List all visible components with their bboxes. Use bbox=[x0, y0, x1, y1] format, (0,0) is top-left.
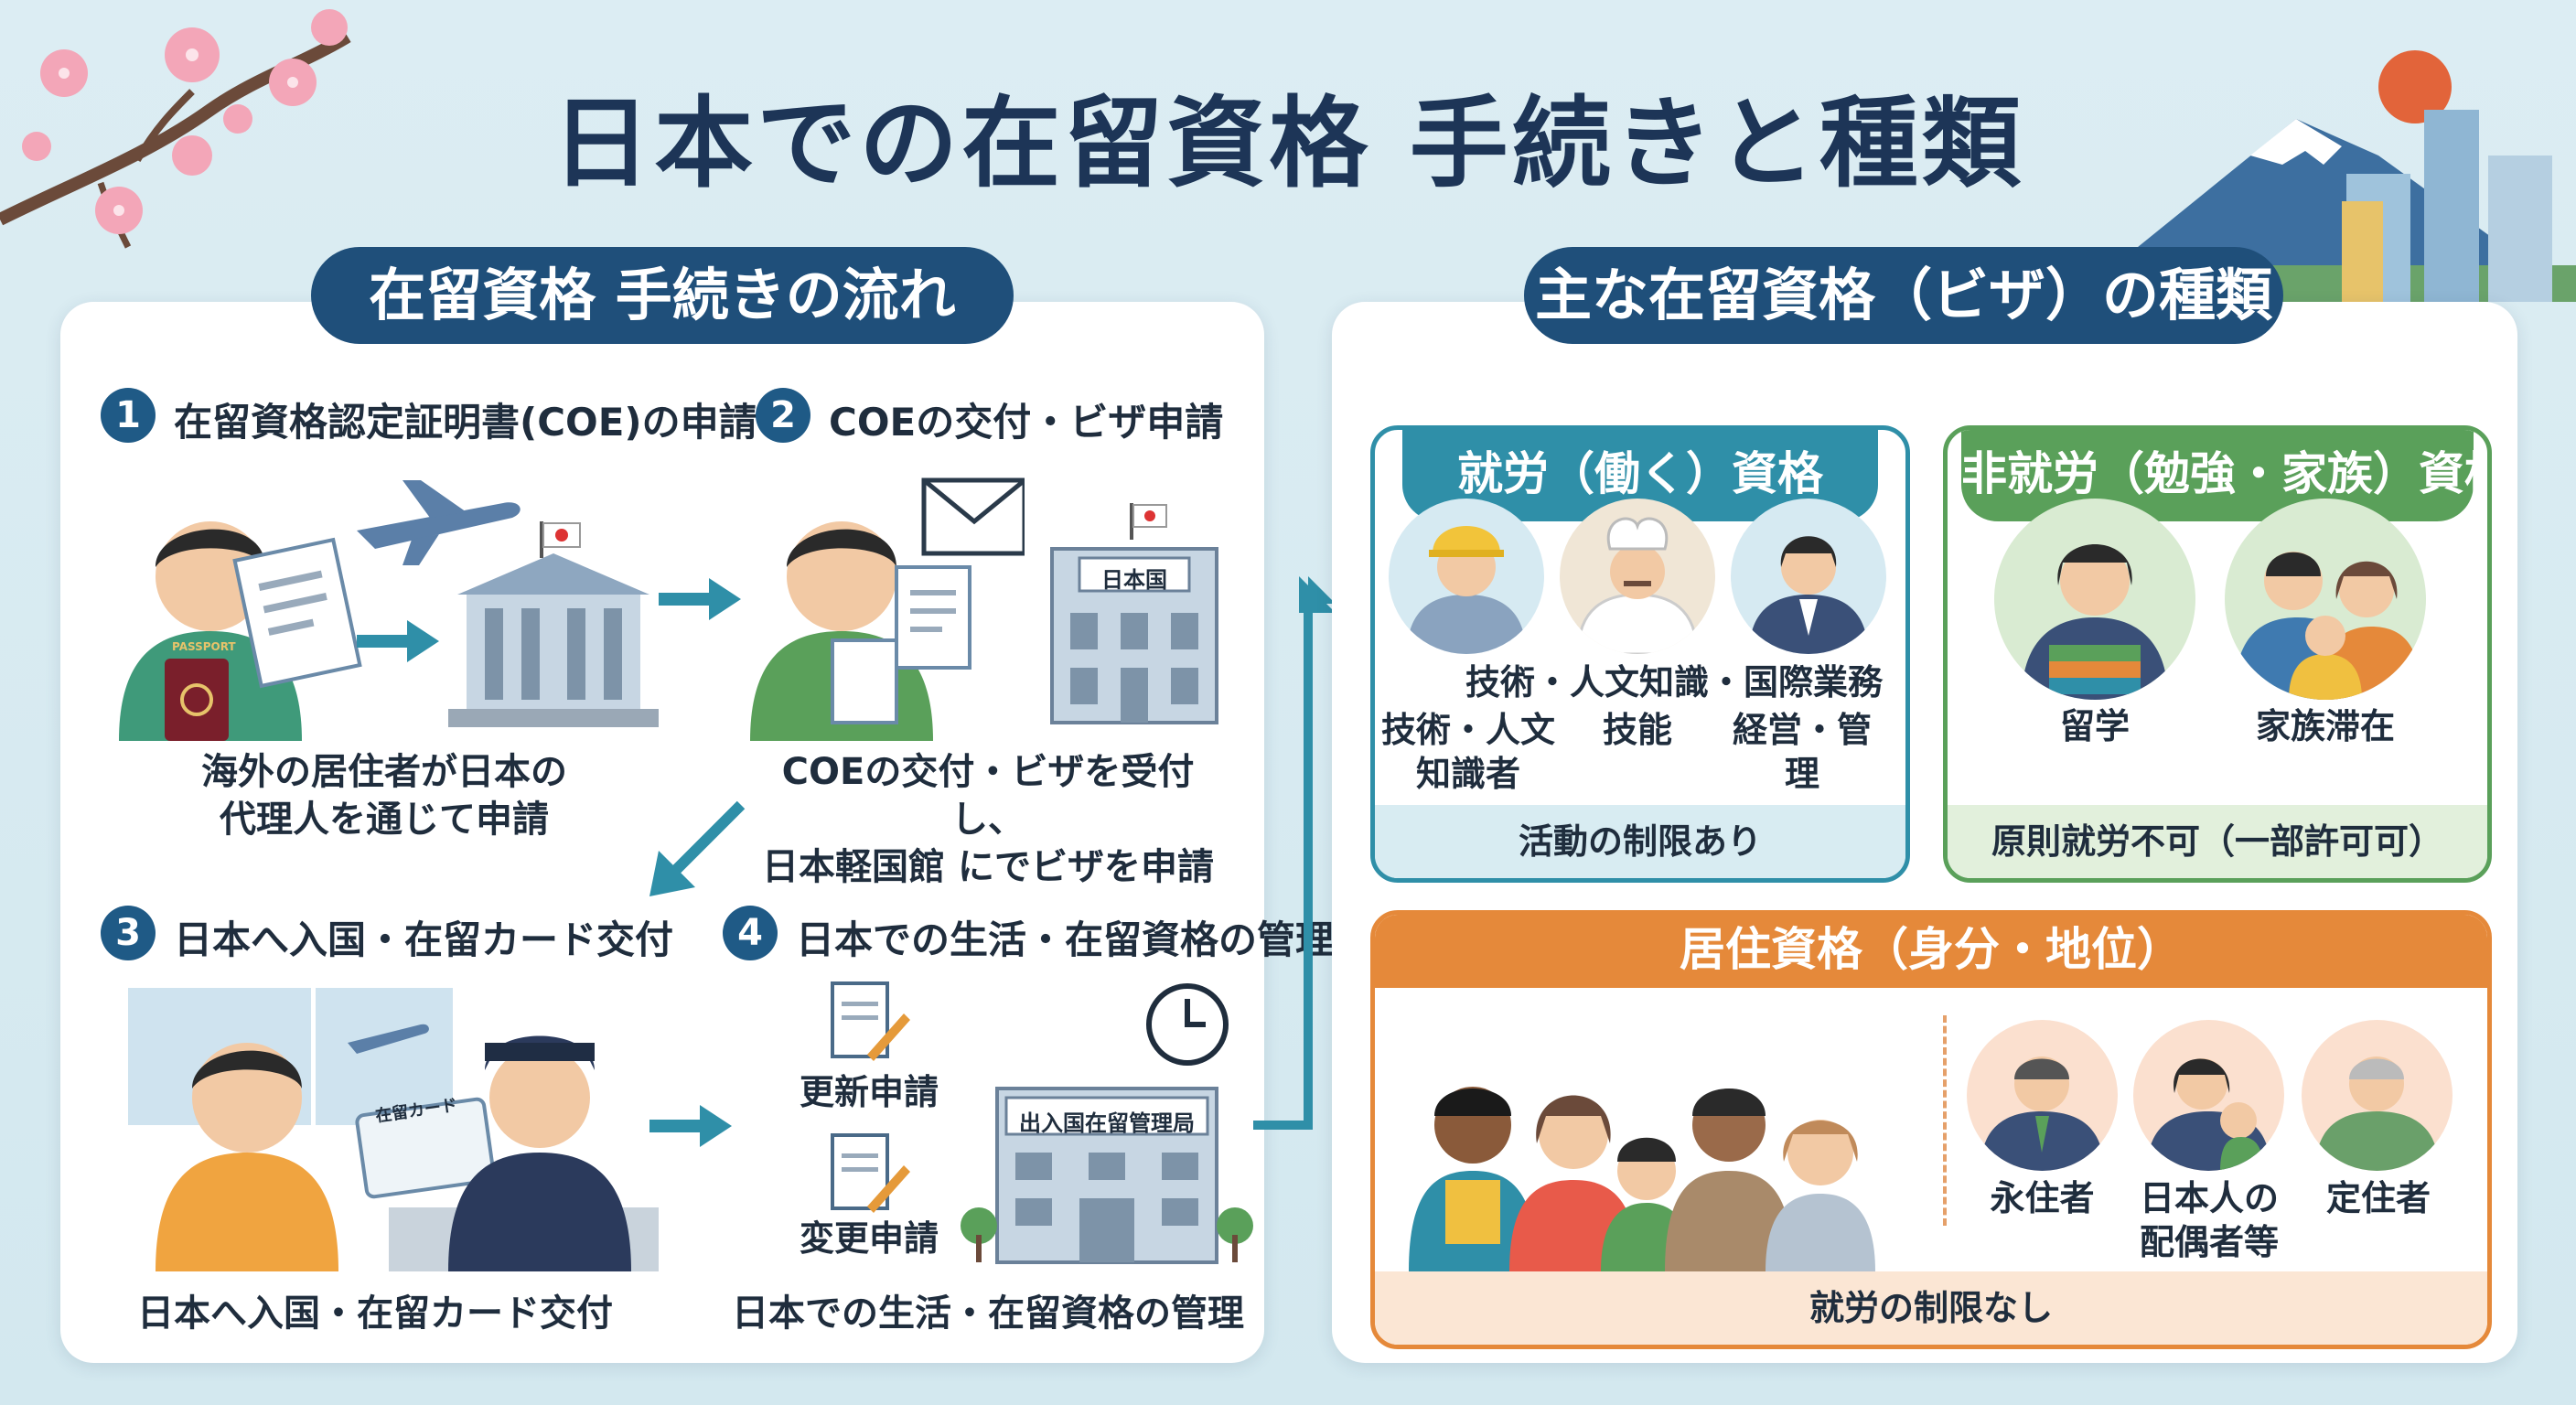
step-1-number: 1 bbox=[101, 388, 156, 443]
page-title: 日本での在留資格 手続きと種類 bbox=[552, 87, 2024, 201]
immigration-counter-icon bbox=[128, 988, 659, 1271]
chef-avatar-icon bbox=[1560, 499, 1715, 654]
step-2-number: 2 bbox=[756, 388, 810, 443]
work-visa-box: 就労（働く）資格 活動の制限あり bbox=[1370, 425, 1910, 883]
sakura-branch-icon bbox=[0, 9, 351, 249]
clock-icon bbox=[1146, 983, 1229, 1066]
visa-types-panel-header: 主な在留資格（ビザ）の種類 bbox=[1524, 247, 2283, 344]
passport-label: PASSPORT bbox=[172, 640, 236, 653]
step-4-number: 4 bbox=[723, 906, 778, 960]
work-label-tech-humanities: 技術・人文 bbox=[1381, 710, 1556, 750]
nonwork-visa-footer: 原則就労不可（一部許可可） bbox=[1948, 805, 2487, 878]
step-1-caption-line-1: 海外の居住者が日本の bbox=[201, 751, 567, 793]
immigration-bureau-icon bbox=[961, 1087, 1253, 1264]
mount-fuji-icon bbox=[2067, 50, 2576, 302]
step-4-title: 日本での生活・在留資格の管理 bbox=[796, 917, 1335, 962]
residence-visa-header: 居住資格（身分・地位） bbox=[1375, 915, 2487, 988]
step-4-caption-line-1: 日本での生活・在留資格の管理 bbox=[732, 1292, 1244, 1335]
arrow-right-icon bbox=[659, 578, 741, 620]
step-3-caption-line-1: 日本へ入国・在留カード交付 bbox=[137, 1292, 613, 1335]
step-2-caption-line-2: 日本軽国館 にでビザを申請 bbox=[762, 846, 1214, 888]
diverse-group-icon bbox=[1409, 1087, 1875, 1271]
long-term-resident-avatar-icon bbox=[2302, 1020, 2453, 1171]
step-4-caption: 日本での生活・在留資格の管理 bbox=[732, 1290, 1244, 1337]
person-with-coe-icon bbox=[750, 477, 1025, 741]
government-building-icon bbox=[448, 521, 659, 727]
step-3-caption: 日本へ入国・在留カード交付 bbox=[101, 1290, 649, 1337]
residence-label-spouse-2: 配偶者等 bbox=[2139, 1222, 2279, 1262]
step-2-caption: COEの交付・ビザを受付し、 日本軽国館 にでビザを申請 bbox=[750, 748, 1226, 891]
work-label-knowledge: 知識者 bbox=[1415, 754, 1520, 794]
connector-arrow-icon bbox=[1253, 576, 1336, 1130]
family-avatar-icon bbox=[2225, 499, 2426, 700]
procedure-panel-header: 在留資格 手続きの流れ bbox=[311, 247, 1014, 344]
step-1-caption-line-2: 代理人を通じて申請 bbox=[220, 799, 549, 841]
embassy-sign: 日本国 bbox=[1101, 567, 1167, 593]
arrow-right-icon bbox=[649, 1105, 732, 1147]
document-pencil-icon bbox=[831, 1133, 910, 1213]
nonwork-label-study: 留学 bbox=[2059, 706, 2130, 746]
work-label-skill: 技能 bbox=[1602, 710, 1672, 750]
engineer-avatar-icon bbox=[1389, 499, 1544, 654]
office-worker-avatar-icon bbox=[1731, 499, 1886, 654]
residence-label-spouse-1: 日本人の bbox=[2139, 1178, 2279, 1218]
immigration-bureau-sign: 出入国在留管理局 bbox=[1019, 1110, 1195, 1136]
document-pencil-icon bbox=[831, 981, 910, 1061]
step-1-caption: 海外の居住者が日本の 代理人を通じて申請 bbox=[128, 748, 640, 843]
residence-visa-footer: 就労の制限なし bbox=[1375, 1271, 2487, 1345]
residence-label-long-term: 定住者 bbox=[2325, 1178, 2431, 1218]
step-3-number: 3 bbox=[101, 906, 156, 960]
nonwork-visa-header: 非就労（勉強・家族）資格 bbox=[1961, 430, 2487, 521]
spouse-avatar-icon bbox=[2133, 1020, 2284, 1171]
permanent-resident-avatar-icon bbox=[1967, 1020, 2118, 1171]
work-visa-footer: 活動の制限あり bbox=[1375, 805, 1905, 878]
residence-label-permanent: 永住者 bbox=[1990, 1178, 2095, 1218]
change-application-label: 変更申請 bbox=[799, 1218, 939, 1259]
step-2-caption-line-1: COEの交付・ビザを受付し、 bbox=[781, 751, 1195, 841]
arrow-right-icon bbox=[357, 620, 439, 662]
person-with-passport-icon bbox=[119, 521, 362, 741]
work-label-management: 経営・管理 bbox=[1732, 710, 1872, 794]
arrow-diagonal-icon bbox=[649, 800, 746, 896]
embassy-building-icon bbox=[1050, 503, 1218, 724]
renewal-application-label: 更新申請 bbox=[799, 1072, 939, 1112]
nonwork-label-family-stay: 家族滞在 bbox=[2255, 706, 2395, 746]
step-3-title: 日本へ入国・在留カード交付 bbox=[174, 917, 674, 962]
residence-divider bbox=[1943, 1015, 1947, 1226]
airplane-icon bbox=[357, 480, 521, 565]
student-avatar-icon bbox=[1994, 499, 2195, 700]
work-label-tech-humanities-intl: 技術・人文知識・国際業務 bbox=[1465, 662, 1883, 702]
step-2-title: COEの交付・ビザ申請 bbox=[829, 400, 1224, 445]
step-1-title: 在留資格認定証明書(COE)の申請 bbox=[174, 400, 757, 445]
